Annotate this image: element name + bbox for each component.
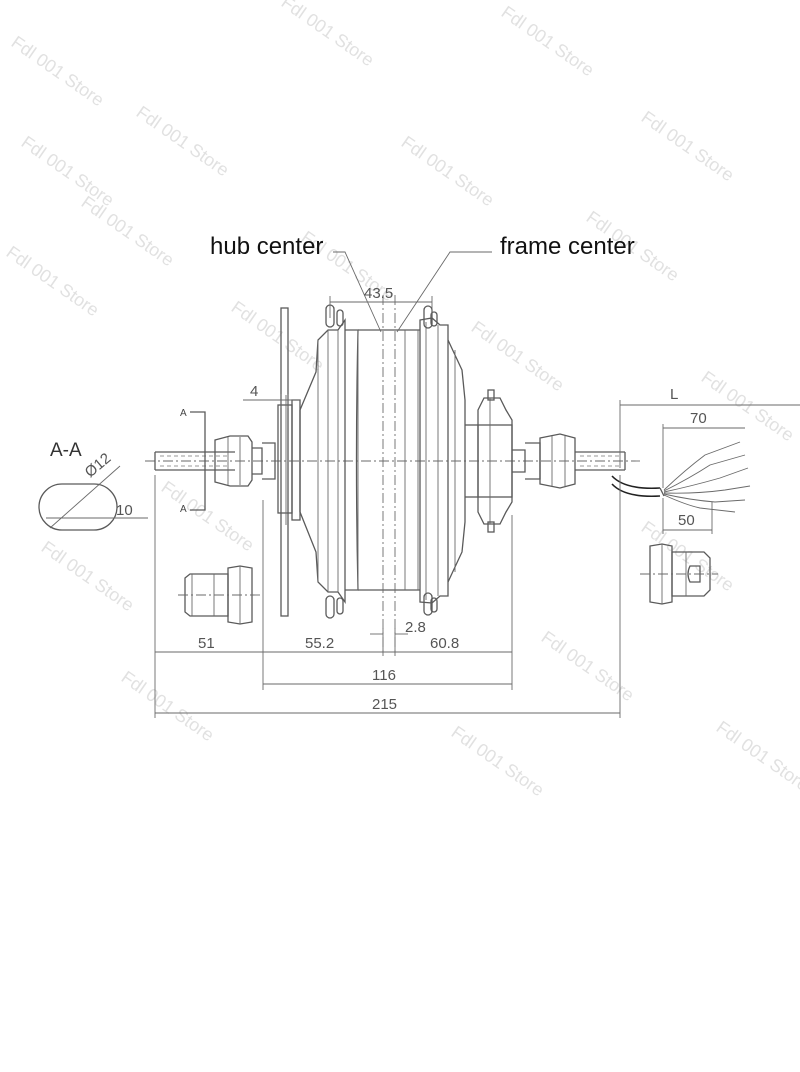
left-axle <box>154 435 276 487</box>
watermark: Fdl 001 Store <box>278 0 378 70</box>
section-a-a-detail: A-A Ø12 10 <box>38 440 148 531</box>
right-nut-detail <box>640 543 718 605</box>
watermark: Fdl 001 Store <box>8 32 108 110</box>
watermark: Fdl 001 Store <box>3 242 103 320</box>
dim-55-2: 55.2 <box>305 635 334 652</box>
dim-4: 4 <box>243 383 300 408</box>
section-mark: A A <box>180 408 206 515</box>
shaft-diameter: Ø12 <box>82 450 115 481</box>
watermark: Fdl 001 Store <box>448 722 548 800</box>
section-title: A-A <box>50 440 82 461</box>
callouts: hub center frame center <box>210 233 635 333</box>
watermark: Fdl 001 Store <box>638 107 738 185</box>
section-mark-bottom: A <box>180 504 187 515</box>
cable-50: 50 <box>678 512 695 529</box>
watermark: Fdl 001 Store <box>698 367 798 445</box>
dim-116: 116 <box>372 667 396 684</box>
watermark-layer: Fdl 001 Store Fdl 001 Store Fdl 001 Stor… <box>3 0 800 800</box>
right-bearing-housing <box>465 389 513 533</box>
watermark: Fdl 001 Store <box>468 317 568 395</box>
watermark: Fdl 001 Store <box>78 192 178 270</box>
dim-60-8: 60.8 <box>430 635 459 652</box>
dim-215: 215 <box>372 696 397 713</box>
cable-70: 70 <box>690 410 707 427</box>
hub-center-label: hub center <box>210 233 323 260</box>
watermark: Fdl 001 Store <box>228 297 328 375</box>
watermark: Fdl 001 Store <box>118 667 218 745</box>
right-axle <box>512 433 626 489</box>
flange-thickness: 4 <box>250 383 258 400</box>
hub-shell <box>299 304 466 619</box>
dim-2-8: 2.8 <box>405 619 426 636</box>
flat-width: 10 <box>116 502 133 519</box>
watermark: Fdl 001 Store <box>158 477 258 555</box>
cable-length-label: L <box>670 386 678 403</box>
watermark: Fdl 001 Store <box>538 627 638 705</box>
watermark: Fdl 001 Store <box>498 2 598 80</box>
cable-dimensions: L 70 50 <box>619 386 800 534</box>
watermark: Fdl 001 Store <box>38 537 138 615</box>
watermark: Fdl 001 Store <box>133 102 233 180</box>
left-nut-detail <box>178 565 262 625</box>
bottom-dimensions: 51 55.2 2.8 60.8 116 215 <box>154 475 621 718</box>
frame-center-label: frame center <box>500 233 635 260</box>
hub-center-offset: 43.5 <box>364 285 393 302</box>
dim-51: 51 <box>198 635 215 652</box>
section-mark-top: A <box>180 408 187 419</box>
watermark: Fdl 001 Store <box>18 132 118 210</box>
watermark: Fdl 001 Store <box>398 132 498 210</box>
motor-cable <box>611 441 751 513</box>
dim-43-5: 43.5 <box>329 285 433 318</box>
watermark: Fdl 001 Store <box>713 717 800 795</box>
